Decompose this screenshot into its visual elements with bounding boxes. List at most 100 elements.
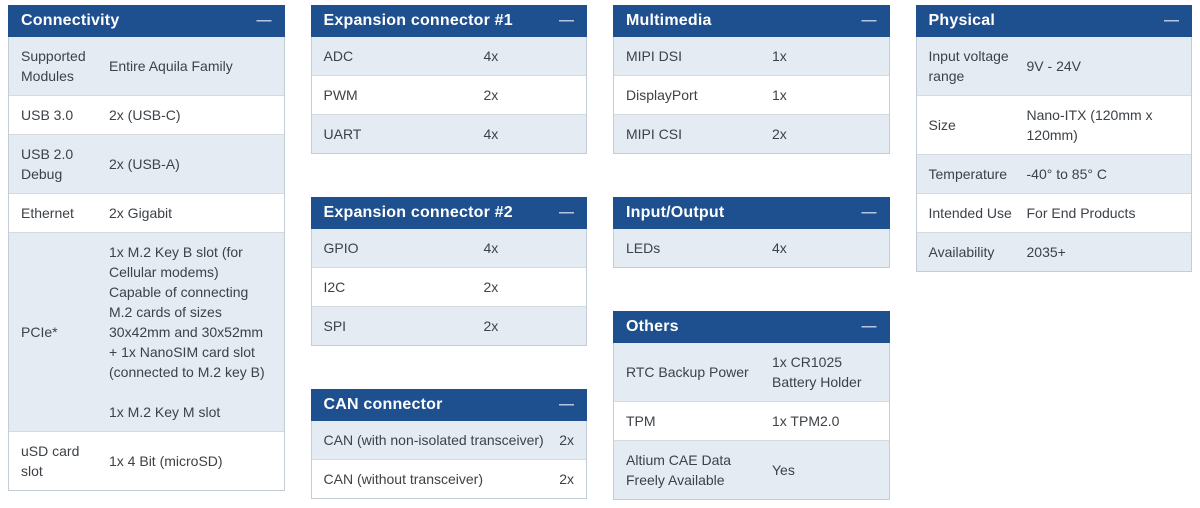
row-label: USB 3.0 — [21, 107, 74, 123]
table-row: Temperature -40° to 85° C — [916, 154, 1191, 193]
row-value: 2x — [772, 126, 787, 142]
collapse-minus-icon[interactable]: — — [861, 203, 877, 221]
table-body: LEDs 4x — [613, 229, 890, 268]
table-body: MIPI DSI 1x DisplayPort 1x MIPI CSI 2x — [613, 37, 890, 154]
table-title: Input/Output — [626, 204, 725, 221]
spec-table-can-connector: CAN connector — CAN (with non-isolated t… — [310, 389, 587, 499]
table-row: Availability 2035+ — [916, 232, 1191, 271]
collapse-minus-icon[interactable]: — — [559, 203, 574, 221]
row-label: uSD card slot — [21, 443, 80, 479]
table-row: ADC 4x — [311, 37, 586, 75]
column-3: Multimedia — MIPI DSI 1x DisplayPort 1x … — [613, 5, 890, 500]
row-label: Input voltage range — [928, 48, 1009, 84]
row-value: 9V - 24V — [1026, 58, 1081, 74]
table-title: CAN connector — [323, 396, 443, 413]
table-row: LEDs 4x — [614, 229, 889, 267]
table-row: SPI 2x — [311, 306, 586, 345]
expansion-connector-2-header[interactable]: Expansion connector #2 — — [310, 197, 587, 229]
row-label: Intended Use — [928, 205, 1012, 221]
table-row: MIPI DSI 1x — [614, 37, 889, 75]
row-label: USB 2.0 Debug — [21, 146, 74, 182]
table-body: RTC Backup Power 1x CR1025 Battery Holde… — [613, 343, 890, 500]
spec-table-physical: Physical — Input voltage range 9V - 24V … — [915, 5, 1192, 272]
table-body: Input voltage range 9V - 24V Size Nano-I… — [915, 37, 1192, 272]
collapse-minus-icon[interactable]: — — [861, 11, 877, 29]
table-title: Expansion connector #1 — [323, 12, 513, 29]
row-value: 1x — [772, 48, 787, 64]
row-value: 4x — [483, 126, 499, 142]
table-title: Multimedia — [626, 12, 712, 29]
row-label: PWM — [323, 87, 358, 103]
row-value: 4x — [483, 240, 499, 256]
row-value: 2x — [559, 432, 574, 448]
expansion-connector-1-header[interactable]: Expansion connector #1 — — [310, 5, 587, 37]
spec-table-others: Others — RTC Backup Power 1x CR1025 Batt… — [613, 311, 890, 500]
connectivity-header[interactable]: Connectivity — — [8, 5, 285, 37]
row-label: Size — [928, 117, 956, 133]
row-label: Ethernet — [21, 205, 74, 221]
table-body: GPIO 4x I2C 2x SPI 2x — [310, 229, 587, 346]
collapse-minus-icon[interactable]: — — [559, 11, 574, 29]
table-body: Supported Modules Entire Aquila Family U… — [8, 37, 285, 491]
table-row: UART 4x — [311, 114, 586, 153]
collapse-minus-icon[interactable]: — — [861, 317, 877, 335]
row-label: UART — [323, 126, 362, 142]
row-label: PCIe* — [21, 324, 58, 340]
row-label: CAN (with non-isolated transceiver) — [323, 432, 544, 448]
row-value: 1x M.2 Key B slot (for Cellular modems) … — [109, 244, 265, 420]
table-row: Supported Modules Entire Aquila Family — [9, 37, 284, 95]
collapse-minus-icon[interactable]: — — [1164, 11, 1179, 29]
table-row: PWM 2x — [311, 75, 586, 114]
row-label: Availability — [928, 244, 995, 260]
row-value: 2x — [483, 318, 499, 334]
row-label: ADC — [323, 48, 354, 64]
collapse-minus-icon[interactable]: — — [256, 11, 272, 29]
spec-table-input-output: Input/Output — LEDs 4x — [613, 197, 890, 268]
row-label: TPM — [626, 413, 656, 429]
column-4: Physical — Input voltage range 9V - 24V … — [915, 5, 1192, 272]
table-row: GPIO 4x — [311, 229, 586, 267]
table-row: RTC Backup Power 1x CR1025 Battery Holde… — [614, 343, 889, 401]
row-label: DisplayPort — [626, 87, 698, 103]
can-connector-header[interactable]: CAN connector — — [310, 389, 587, 421]
collapse-minus-icon[interactable]: — — [559, 395, 574, 413]
row-value: 2x — [483, 279, 499, 295]
spec-table-expansion-connector-1: Expansion connector #1 — ADC 4x PWM 2x U… — [310, 5, 587, 154]
table-row: USB 3.0 2x (USB-C) — [9, 95, 284, 134]
input-output-header[interactable]: Input/Output — — [613, 197, 890, 229]
row-label: Temperature — [928, 166, 1008, 182]
row-label: RTC Backup Power — [626, 364, 749, 380]
others-header[interactable]: Others — — [613, 311, 890, 343]
table-row: TPM 1x TPM2.0 — [614, 401, 889, 440]
table-body: CAN (with non-isolated transceiver) 2x C… — [310, 421, 587, 499]
table-row: USB 2.0 Debug 2x (USB-A) — [9, 134, 284, 193]
row-value: 2x — [483, 87, 499, 103]
row-value: Entire Aquila Family — [109, 58, 233, 74]
row-label: Altium CAE Data Freely Available — [626, 452, 732, 488]
table-title: Expansion connector #2 — [323, 204, 513, 221]
row-value: 4x — [483, 48, 499, 64]
row-value: 1x CR1025 Battery Holder — [772, 354, 862, 390]
table-title: Connectivity — [21, 12, 120, 29]
row-value: 2x Gigabit — [109, 205, 173, 221]
row-value: Nano-ITX (120mm x 120mm) — [1026, 107, 1153, 143]
row-label: SPI — [323, 318, 347, 334]
row-label: MIPI DSI — [626, 48, 683, 64]
table-row: I2C 2x — [311, 267, 586, 306]
table-row: DisplayPort 1x — [614, 75, 889, 114]
table-title: Physical — [928, 12, 996, 29]
row-value: 2035+ — [1026, 244, 1066, 260]
row-label: CAN (without transceiver) — [323, 471, 484, 487]
table-row: PCIe* 1x M.2 Key B slot (for Cellular mo… — [9, 232, 284, 431]
row-value: 1x 4 Bit (microSD) — [109, 453, 223, 469]
row-value: Yes — [772, 462, 795, 478]
row-value: 2x (USB-A) — [109, 156, 180, 172]
column-2: Expansion connector #1 — ADC 4x PWM 2x U… — [310, 5, 587, 499]
table-row: CAN (with non-isolated transceiver) 2x — [311, 421, 586, 459]
physical-header[interactable]: Physical — — [915, 5, 1192, 37]
multimedia-header[interactable]: Multimedia — — [613, 5, 890, 37]
spec-table-multimedia: Multimedia — MIPI DSI 1x DisplayPort 1x … — [613, 5, 890, 154]
row-value: 2x — [559, 471, 574, 487]
row-value: For End Products — [1026, 205, 1136, 221]
